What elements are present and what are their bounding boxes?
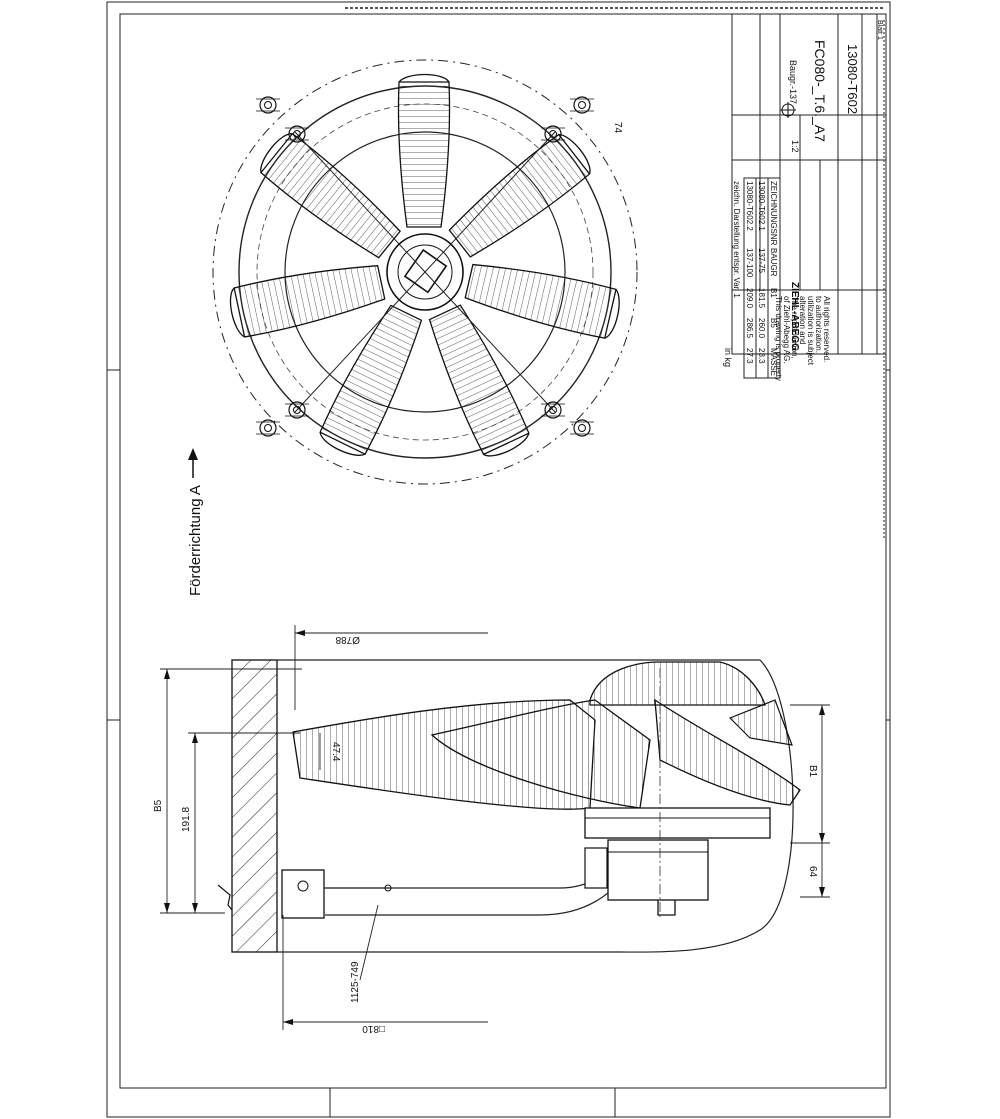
rotation-dimension: 74 xyxy=(612,122,623,134)
motor-flange xyxy=(584,807,771,839)
dim-191-8: 191.8 xyxy=(181,807,192,832)
blade-right-upper xyxy=(728,699,793,746)
flow-direction-label: Förderrichtung A xyxy=(187,485,204,596)
col-header-masse: MASSE xyxy=(769,348,778,376)
title-block-frame xyxy=(731,13,887,355)
dim-1125-749: 1125-749 xyxy=(350,961,361,1003)
table-row-1-b1: 181.5 xyxy=(757,288,766,309)
terminal-box-side xyxy=(607,839,709,901)
parts-table: in kg ZEICHNUNGSNR BAUGR B1 B5 MASSE 130… xyxy=(723,177,781,379)
dim-dia-788: Ø788 xyxy=(335,634,360,645)
inner-frame xyxy=(119,13,887,1089)
rights-line: All rights reserved. xyxy=(822,296,831,362)
dimension-texts: Ø788 □810 B5 191.8 47.4 B1 64 1125-749 xyxy=(153,634,818,1034)
dimension-lines xyxy=(160,625,830,1030)
projection-symbol-icon xyxy=(780,102,796,118)
col-header-zeichnungsnr: ZEICHNUNGSNR xyxy=(769,181,778,246)
table-row-1-nr: 13080-T602.1 xyxy=(757,181,766,231)
rights-line: of Ziehl-Abegg AG. xyxy=(782,296,791,364)
baugr-label: Baugr.-137 xyxy=(788,60,798,104)
fan-side-view xyxy=(217,659,801,953)
hub-inner xyxy=(397,244,453,300)
rights-line: to authorization. xyxy=(814,296,823,353)
type-code: FC080-_T.6._A7 xyxy=(812,40,828,142)
dim-b1: B1 xyxy=(807,765,818,778)
rights-line: This drawing is property xyxy=(774,296,783,381)
table-row-2-masse: 27.3 xyxy=(745,348,754,364)
cable-loop xyxy=(657,900,676,916)
company-block: ZIEHL-ABEGG xyxy=(789,282,800,351)
rights-block: This drawing is property of Ziehl-Abegg … xyxy=(774,296,831,381)
housing-outline xyxy=(277,659,794,953)
rights-line: The reproduction, xyxy=(790,296,799,359)
clamp-bolt xyxy=(297,880,309,892)
dim-b5: B5 xyxy=(153,799,164,812)
cable-gland xyxy=(584,847,608,889)
sheet-number: Blatt 1 xyxy=(876,20,883,40)
table-row-2-baugr: 137-100 xyxy=(745,248,754,278)
fan-front-view: 74 xyxy=(212,59,638,485)
motor-dome xyxy=(589,661,766,706)
company-logo: ZIEHL-ABEGG xyxy=(789,282,800,351)
clamp-rod-end xyxy=(384,884,392,892)
table-row-2-b5: 286.5 xyxy=(745,318,754,339)
outer-ring-dashed xyxy=(212,59,638,485)
table-row-1-masse: 23.3 xyxy=(757,348,766,364)
col-header-b5: B5 xyxy=(769,318,778,328)
rights-line: utilization is subject xyxy=(806,296,815,366)
dim-47-4: 47.4 xyxy=(330,742,341,762)
flow-direction: Förderrichtung A xyxy=(187,448,204,596)
rights-line: alteration and xyxy=(798,296,807,344)
table-row-1-b5: 260.0 xyxy=(757,318,766,339)
table-row-1-baugr: 137-75 xyxy=(757,248,766,273)
table-row-2-b1: 209.0 xyxy=(745,288,754,309)
scale-label: 1:2 xyxy=(790,140,800,153)
clamp-block xyxy=(281,869,325,919)
col-header-b1: B1 xyxy=(769,288,778,298)
drawing-note: zeichn. Darstellung entspr. Var. 1 xyxy=(732,181,741,298)
bolt-detail xyxy=(217,884,233,911)
blade-right xyxy=(654,698,801,806)
outer-frame xyxy=(106,1,891,1118)
title-block: in kg ZEICHNUNGSNR BAUGR B1 B5 MASSE 130… xyxy=(723,13,887,381)
mount-struts xyxy=(294,131,556,413)
dim-64: 64 xyxy=(807,866,818,878)
table-row-2-nr: 13080-T602.2 xyxy=(745,181,754,231)
drawing-number: 13080-T602 xyxy=(845,44,860,114)
col-header-baugr: BAUGR xyxy=(769,248,778,277)
unit-label: in kg xyxy=(723,348,733,367)
dim-square-810: □810 xyxy=(362,1023,385,1034)
dimension-arrows xyxy=(164,630,825,1025)
wall-hatch xyxy=(231,659,278,953)
arrow-up-icon xyxy=(188,448,198,460)
